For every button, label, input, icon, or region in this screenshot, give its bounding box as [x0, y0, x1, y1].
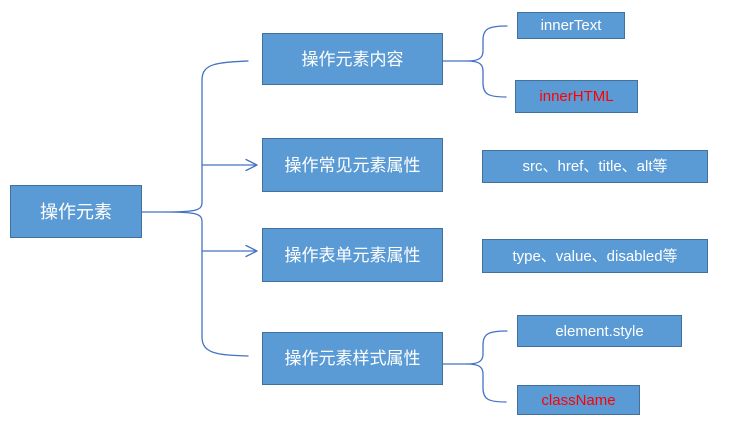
node-classname: className: [517, 385, 640, 415]
node-innertext: innerText: [517, 12, 625, 39]
node-innerhtml: innerHTML: [515, 80, 638, 113]
node-type-value-disabled: type、value、disabled等: [482, 239, 708, 273]
style-brace: [466, 330, 508, 403]
arrow-common-attrs-head: [245, 158, 258, 172]
node-branch-common-attributes: 操作常见元素属性: [262, 138, 443, 192]
arrow-form-attrs-head: [245, 244, 258, 258]
node-branch-style-attributes: 操作元素样式属性: [262, 332, 443, 385]
content-brace: [466, 25, 508, 98]
node-branch-element-content: 操作元素内容: [262, 33, 443, 85]
node-src-href-title-alt: src、href、title、alt等: [482, 150, 708, 183]
root-brace: [163, 60, 249, 357]
node-branch-form-attributes: 操作表单元素属性: [262, 228, 443, 282]
node-element-style: element.style: [517, 315, 682, 347]
node-root: 操作元素: [10, 185, 142, 238]
